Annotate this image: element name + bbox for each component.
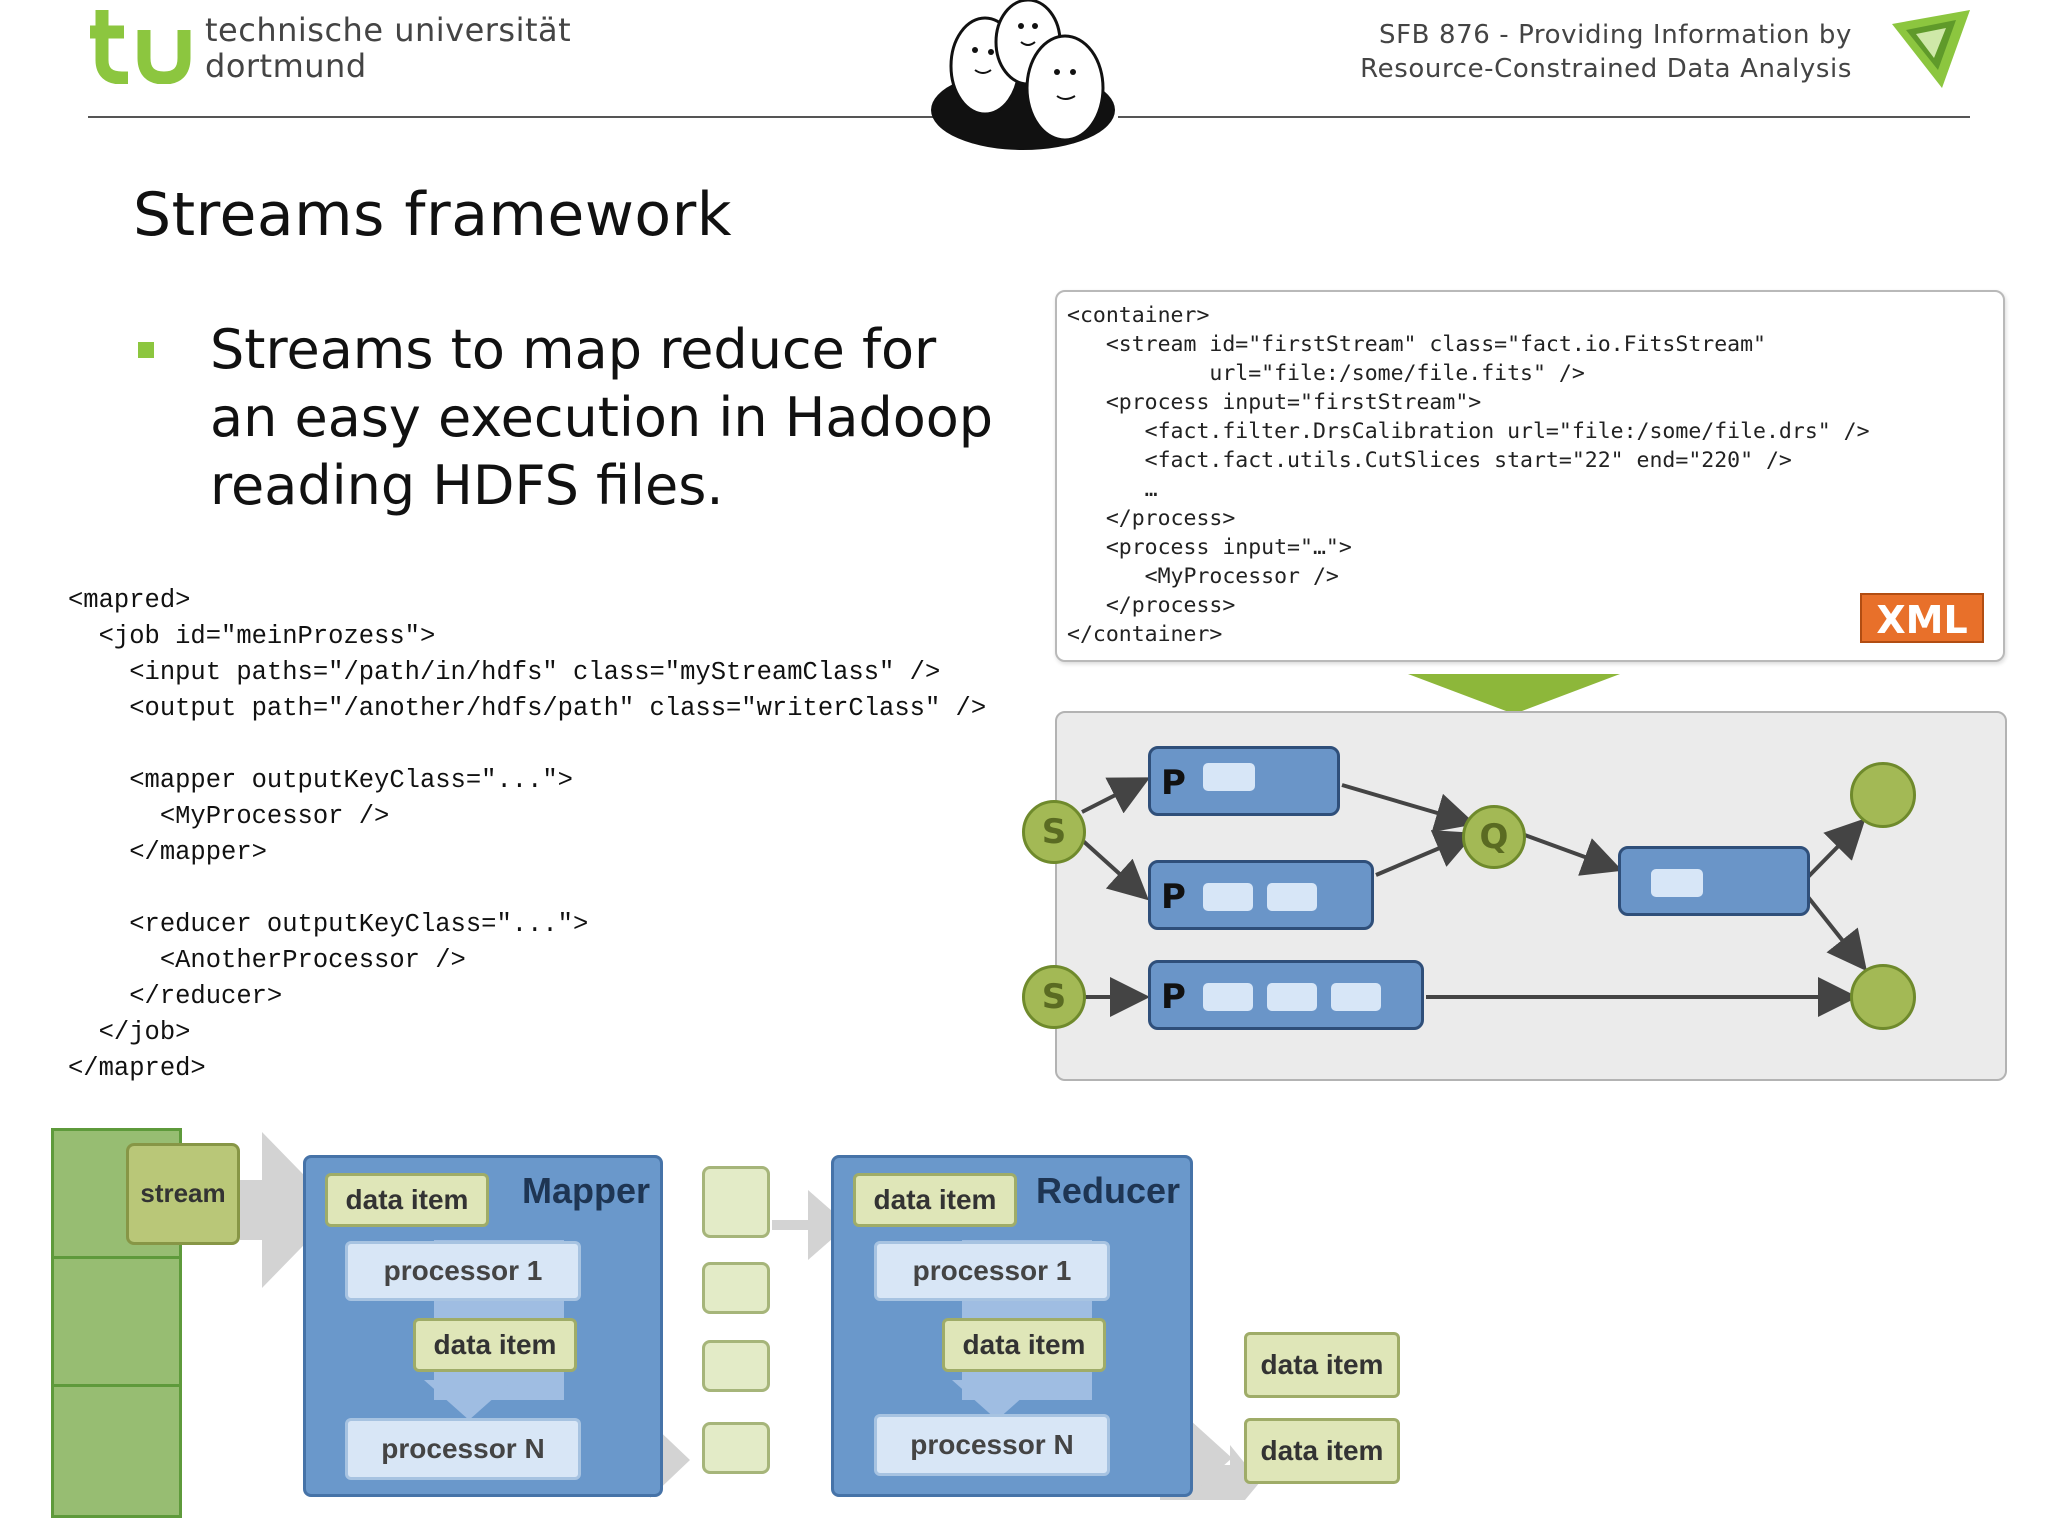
- shuffle-box-2: [702, 1262, 770, 1314]
- reducer-processor-1: processor 1: [874, 1241, 1110, 1301]
- source-node-1: S: [1022, 800, 1086, 864]
- process-label: P: [1161, 977, 1186, 1017]
- down-arrow: [1408, 674, 1620, 714]
- process-box-3: P: [1148, 960, 1424, 1030]
- output-data-item-1: data item: [1244, 1332, 1400, 1398]
- graph-edges: [1080, 777, 1867, 1017]
- output-data-item-2: data item: [1244, 1418, 1400, 1484]
- reducer-processor-n: processor N: [874, 1414, 1110, 1476]
- sink-node-2: [1850, 964, 1916, 1030]
- process-label: P: [1161, 763, 1186, 803]
- header-rule-left: [88, 116, 933, 118]
- process-box-2: P: [1148, 860, 1374, 930]
- processor-slot: [1203, 983, 1253, 1011]
- stream-partition-2: [51, 1256, 182, 1387]
- processor-slot: [1203, 883, 1253, 911]
- xml-badge: XML: [1860, 593, 1984, 643]
- mapper-title: Mapper: [521, 1170, 650, 1211]
- shuffle-box-4: [702, 1422, 770, 1474]
- sfb-title: SFB 876 - Providing Information by Resou…: [1360, 18, 1852, 86]
- xml-config-panel: [1055, 290, 2005, 662]
- university-name-line1: technische universität: [205, 11, 572, 49]
- sfb-title-line1: SFB 876 - Providing Information by: [1379, 20, 1852, 50]
- stream-partition-3: [51, 1384, 182, 1518]
- sink-node-1: [1850, 762, 1916, 828]
- shuffle-box-1: [702, 1166, 770, 1238]
- sfb-logo: [1892, 10, 1970, 88]
- reducer-data-item-mid: data item: [942, 1318, 1106, 1372]
- university-name-line2: dortmund: [205, 47, 367, 85]
- shuffle-box-3: [702, 1340, 770, 1392]
- mapred-xml-code: <mapred> <job id="meinProzess"> <input p…: [68, 586, 987, 1083]
- processor-slot: [1267, 983, 1317, 1011]
- tu-logo: [90, 10, 191, 84]
- xml-config-code: <container> <stream id="firstStream" cla…: [1067, 303, 1870, 647]
- reducer-title: Reducer: [1035, 1170, 1180, 1211]
- source-node-2: S: [1022, 965, 1086, 1029]
- bullet-text: Streams to map reduce for an easy execut…: [210, 318, 994, 517]
- mapper-processor-n: processor N: [345, 1418, 581, 1480]
- slide-title: Streams framework: [133, 180, 733, 250]
- stream-pill: stream: [126, 1143, 240, 1245]
- process-box-4: [1618, 846, 1810, 916]
- processor-slot: [1651, 869, 1703, 897]
- mapper-data-item-mid: data item: [413, 1318, 577, 1372]
- process-label: P: [1161, 877, 1186, 917]
- processor-slot: [1203, 763, 1255, 791]
- process-box-1: P: [1148, 746, 1340, 816]
- bullet-marker: [138, 342, 154, 358]
- processor-slot: [1267, 883, 1317, 911]
- processor-slot: [1331, 983, 1381, 1011]
- university-name: technische universität dortmund: [205, 12, 571, 84]
- mapper-processor-1: processor 1: [345, 1241, 581, 1301]
- queue-node: Q: [1462, 805, 1526, 869]
- sfb-title-line2: Resource-Constrained Data Analysis: [1360, 54, 1852, 84]
- mapper-data-item-in: data item: [325, 1173, 489, 1227]
- reducer-data-item-in: data item: [853, 1173, 1017, 1227]
- header-rule-right: [1118, 116, 1970, 118]
- eggs-mascot-image: [931, 0, 1115, 150]
